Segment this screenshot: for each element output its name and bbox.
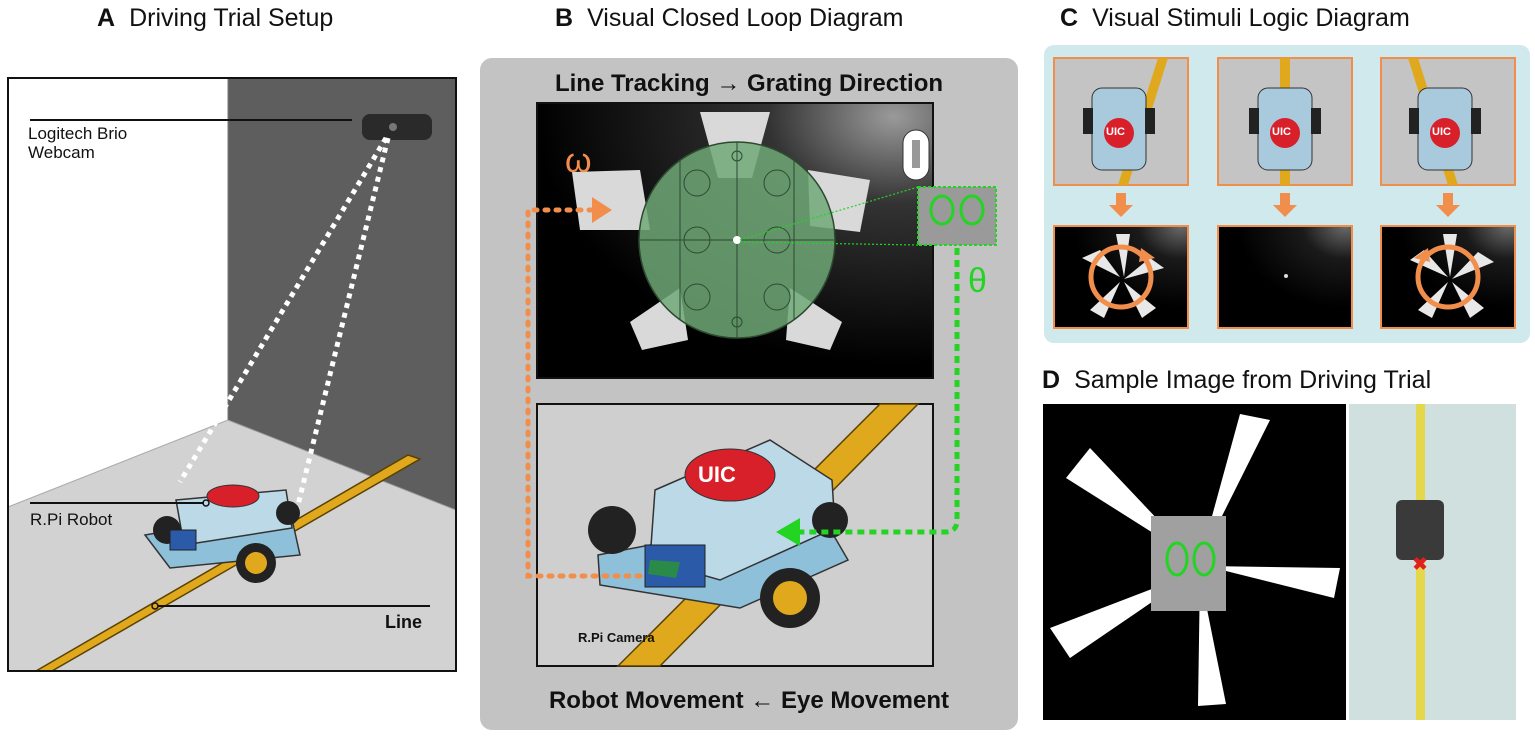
robot-thumb-left [1053, 57, 1189, 186]
sample-track-line [1416, 404, 1425, 720]
robot-thumb-middle-logo: UIC [1272, 126, 1291, 138]
panel-b-title-text: Visual Closed Loop Diagram [587, 4, 904, 32]
panel-d-letter: D [1042, 366, 1061, 394]
fly-arena-icon [638, 141, 836, 339]
right-eye-ellipse [959, 194, 985, 226]
robot-thumb-right [1380, 57, 1516, 186]
sample-robot-photo [1349, 404, 1516, 720]
line-label: Line [385, 612, 423, 632]
panel-c-letter: C [1060, 4, 1079, 32]
sample-robot [1396, 500, 1444, 560]
panel-a-title-text: Driving Trial Setup [129, 4, 334, 32]
panel-d-title-text: Sample Image from Driving Trial [1074, 366, 1432, 394]
robot-thumb-left-logo: UIC [1106, 126, 1125, 138]
camera-label: R.Pi Camera [578, 630, 655, 645]
left-eye-ellipse [929, 194, 955, 226]
theta-loop-path [800, 248, 960, 535]
omega-loop-path [525, 207, 643, 579]
panel-b-letter: B [555, 4, 574, 32]
robot-thumb-middle [1217, 57, 1353, 186]
panel-a-title: A Driving Trial Setup [97, 4, 333, 33]
webcam-label-line1: Logitech Brio [28, 124, 128, 143]
robot-label: R.Pi Robot [30, 510, 113, 529]
panel-d-title: D Sample Image from Driving Trial [1042, 366, 1431, 395]
stim-thumb-middle [1217, 225, 1353, 329]
theta-arrowhead [776, 518, 800, 546]
theta-symbol: θ [968, 262, 987, 300]
back-wall [228, 78, 456, 510]
omega-arrowhead [592, 197, 612, 223]
panel-a-letter: A [97, 4, 116, 32]
sample-right-eye [1192, 541, 1216, 577]
panel-c-title: C Visual Stimuli Logic Diagram [1060, 4, 1410, 33]
stim-thumb-left [1053, 225, 1189, 329]
sample-left-eye [1165, 541, 1189, 577]
down-arrows [1109, 193, 1460, 217]
panel-b-title: B Visual Closed Loop Diagram [555, 4, 903, 33]
panel-c-title-text: Visual Stimuli Logic Diagram [1092, 4, 1410, 32]
robot-small-icon [143, 484, 301, 583]
webcam-icon [362, 114, 432, 140]
bottom-heading: Robot Movement ← Eye Movement [548, 687, 950, 714]
top-heading: Line Tracking → Grating Direction [554, 70, 944, 97]
robot-thumb-right-logo: UIC [1432, 126, 1451, 138]
webcam-label-line2: Webcam [28, 143, 95, 162]
robot-large-logo: UIC [698, 462, 736, 487]
svg-text:✖: ✖ [1412, 554, 1427, 574]
stim-thumb-right [1380, 225, 1516, 329]
omega-symbol: ω [565, 142, 592, 180]
